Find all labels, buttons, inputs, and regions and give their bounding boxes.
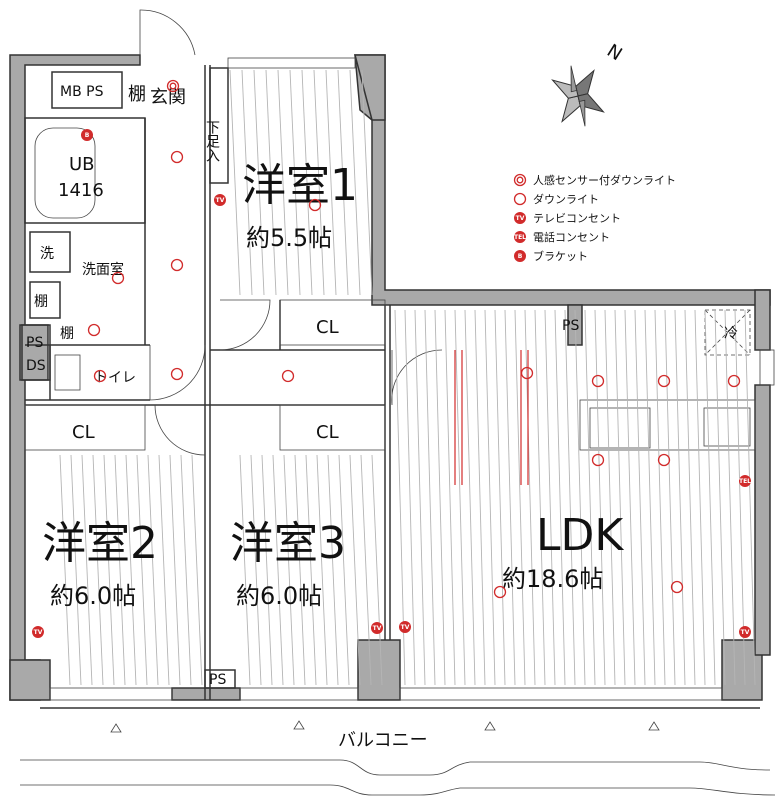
ldk-ps-label: PS xyxy=(562,318,579,334)
western2-name: 洋室2 xyxy=(42,518,158,569)
shelf2-label: 棚 xyxy=(60,326,74,342)
legend-text: ブラケット xyxy=(533,249,588,263)
toilet-label: トイレ xyxy=(94,370,136,386)
downlight-icon xyxy=(170,258,184,272)
ldk-size: 約18.6帖 xyxy=(502,565,603,593)
balcony-area xyxy=(20,707,776,796)
compass-icon xyxy=(551,65,605,127)
western2-size: 約6.0帖 xyxy=(50,582,136,610)
svg-text:TV: TV xyxy=(216,197,225,204)
fridge-label: 冷 xyxy=(724,326,738,342)
western3-size: 約6.0帖 xyxy=(236,582,322,610)
motion-sensor-downlight-icon xyxy=(513,173,527,187)
downlight-icon xyxy=(93,369,107,383)
tv-outlet-icon: TV xyxy=(514,212,526,224)
partitions xyxy=(21,9,756,700)
mbps-label: MB PS xyxy=(60,84,104,100)
motion-sensor-downlight-icon xyxy=(166,79,180,93)
downlight-icon xyxy=(657,374,671,388)
tv-outlet-icon: TV xyxy=(739,626,751,638)
svg-text:TV: TV xyxy=(516,215,525,222)
cl-w3-label: CL xyxy=(316,422,339,443)
svg-text:B: B xyxy=(518,253,523,260)
ub-size-label: 1416 xyxy=(58,180,104,201)
windows xyxy=(49,57,775,701)
legend-text: 人感センサー付ダウンライト xyxy=(533,173,676,187)
svg-text:B: B xyxy=(85,132,90,139)
downlight-icon xyxy=(493,585,507,599)
entrance-shelf-label: 棚 xyxy=(128,84,146,105)
downlight-icon xyxy=(591,453,605,467)
north-label: N xyxy=(603,40,626,65)
legend-text: テレビコンセント xyxy=(533,212,621,225)
wash-label: 洗 xyxy=(40,246,54,262)
downlight-icon xyxy=(87,323,101,337)
downlight-icon xyxy=(727,374,741,388)
downlight-icon xyxy=(170,150,184,164)
entrance-label: 玄関 xyxy=(150,87,186,108)
western3-name: 洋室3 xyxy=(230,518,346,569)
western1-name: 洋室1 xyxy=(242,160,358,211)
balcony-label: バルコニー xyxy=(338,730,428,751)
ub-label: UB xyxy=(69,154,95,175)
phone-outlet-icon: TEL xyxy=(739,475,751,487)
svg-text:TEL: TEL xyxy=(514,234,526,241)
bracket-light-icon: B xyxy=(81,129,93,141)
shelf1-label: 棚 xyxy=(34,294,48,310)
tv-outlet-icon: TV xyxy=(371,622,383,634)
svg-text:TV: TV xyxy=(34,629,43,636)
bracket-light-icon: B xyxy=(514,250,526,262)
legend-text: ダウンライト xyxy=(533,192,599,206)
downlight-icon xyxy=(591,374,605,388)
cl-w1-label: CL xyxy=(316,317,339,338)
downlight-icon xyxy=(670,580,684,594)
ldk-name: LDK xyxy=(536,510,624,561)
light-symbols: B TV TEL TV TV TV TV xyxy=(32,79,751,638)
phone-outlet-icon: TEL xyxy=(514,231,526,243)
downlight-icon xyxy=(170,367,184,381)
washroom-label: 洗面室 xyxy=(82,261,124,278)
shoe-storage-label: 下足入 xyxy=(204,120,220,162)
svg-text:TV: TV xyxy=(373,625,382,632)
legend-text: 電話コンセント xyxy=(533,230,610,244)
downlight-icon xyxy=(657,453,671,467)
downlight-icon xyxy=(111,271,125,285)
cl-w2-label: CL xyxy=(72,422,95,443)
tv-outlet-icon: TV xyxy=(399,621,411,633)
downlight-icon xyxy=(308,198,322,212)
tv-outlet-icon: TV xyxy=(214,194,226,206)
downlight-icon xyxy=(513,192,527,206)
ds-label: DS xyxy=(26,358,46,374)
tv-outlet-icon: TV xyxy=(32,626,44,638)
exterior-walls xyxy=(9,54,771,701)
svg-text:TV: TV xyxy=(401,624,410,631)
floor-hatching xyxy=(59,69,756,686)
svg-text:TV: TV xyxy=(741,629,750,636)
western1-size: 約5.5帖 xyxy=(246,224,332,252)
downlight-icon xyxy=(281,369,295,383)
bottom-ps-label: PS xyxy=(209,672,226,688)
ps-label: PS xyxy=(26,335,43,351)
svg-text:TEL: TEL xyxy=(739,478,751,485)
